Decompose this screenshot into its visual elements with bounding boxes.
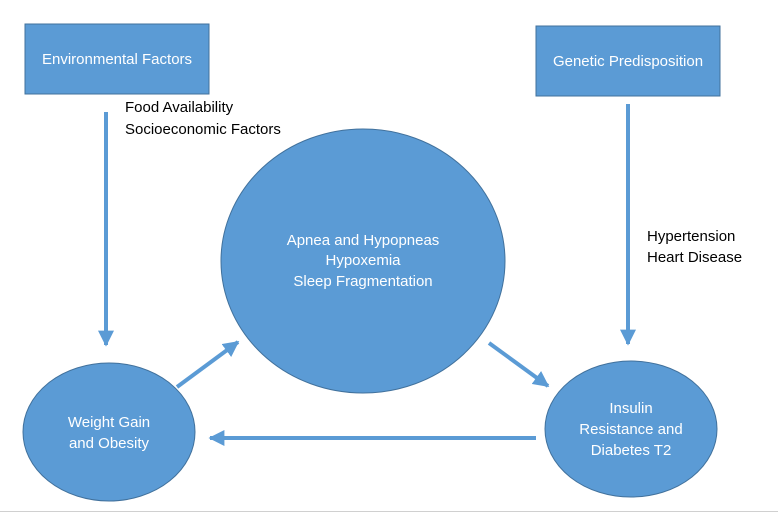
environmental-factor-list: Food Availability Socioeconomic Factors <box>125 99 281 138</box>
sleep-fragmentation-label: Sleep Fragmentation <box>293 273 432 290</box>
environmental-factors-label: Environmental Factors <box>42 51 192 68</box>
insulin-label: Insulin <box>609 400 652 417</box>
food-availability-label: Food Availability <box>125 99 234 116</box>
apnea-circle: Apnea and Hypopneas Hypoxemia Sleep Frag… <box>220 128 506 394</box>
obesity-label: and Obesity <box>69 435 150 452</box>
apnea-hypopneas-label: Apnea and Hypopneas <box>287 232 440 249</box>
socioeconomic-factors-label: Socioeconomic Factors <box>125 121 281 138</box>
genetic-factor-list: Hypertension Heart Disease <box>647 228 742 266</box>
diabetes-t2-label: Diabetes T2 <box>591 442 672 459</box>
heart-disease-label: Heart Disease <box>647 249 742 266</box>
apnea-to-insulin-arrow <box>487 341 550 388</box>
environmental-factors-box: Environmental Factors <box>24 23 210 95</box>
hypoxemia-label: Hypoxemia <box>325 252 401 269</box>
weight-to-apnea-arrow <box>175 340 240 389</box>
insulin-resistance-circle: Insulin Resistance and Diabetes T2 <box>544 360 718 498</box>
genetic-predisposition-label: Genetic Predisposition <box>553 53 703 70</box>
genetic-predisposition-box: Genetic Predisposition <box>535 25 721 97</box>
weight-gain-label: Weight Gain <box>68 414 150 431</box>
weight-gain-circle: Weight Gain and Obesity <box>22 362 196 502</box>
bottom-border-line <box>0 511 778 512</box>
resistance-and-label: Resistance and <box>579 421 682 438</box>
hypertension-label: Hypertension <box>647 228 735 245</box>
